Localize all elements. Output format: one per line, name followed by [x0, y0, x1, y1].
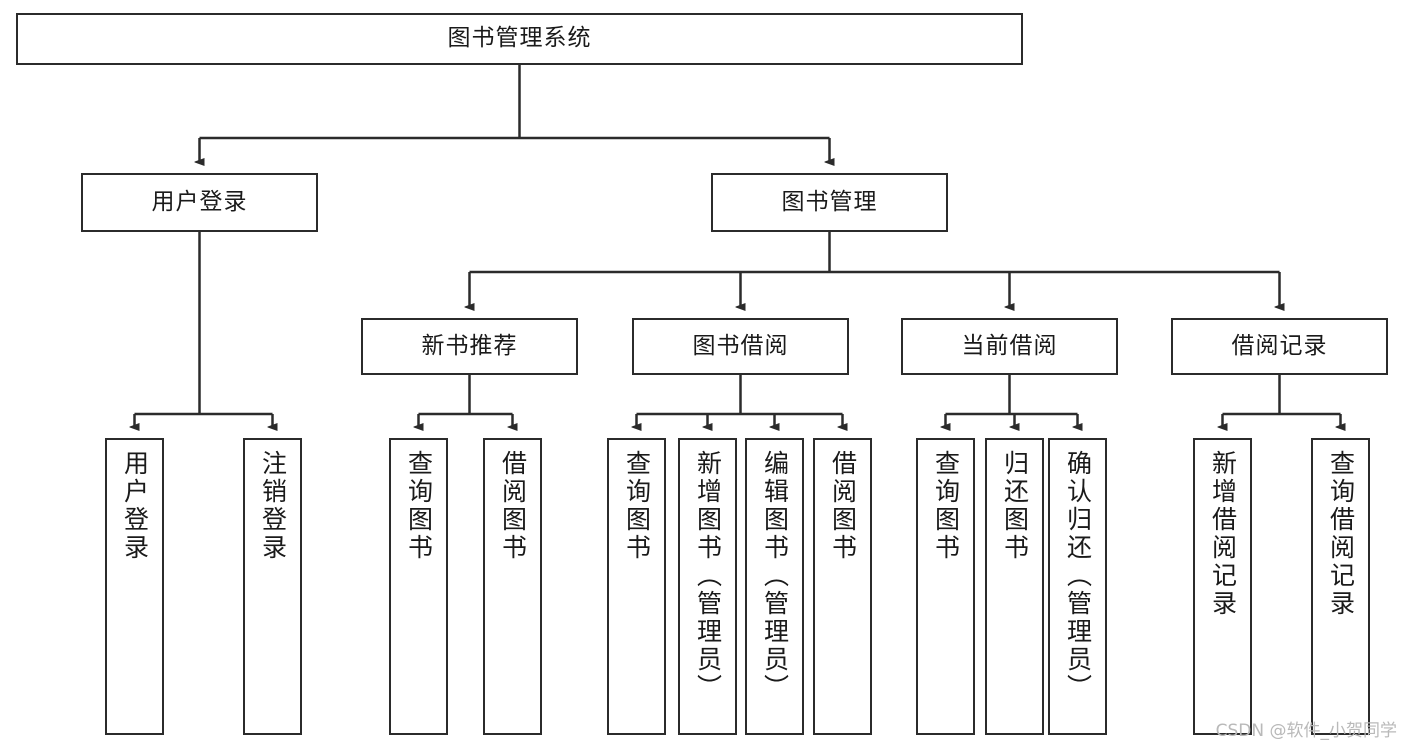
level2-node-4[interactable]: 借阅记录: [1171, 318, 1388, 375]
node-label: 编辑图书（管理员）: [760, 450, 790, 702]
node-label: 图书管理系统: [447, 25, 592, 52]
node-label: 注销登录: [258, 450, 288, 562]
node-label: 查询图书: [404, 450, 434, 562]
node-label: 借阅记录: [1231, 332, 1328, 359]
leaf-node-3[interactable]: 查询图书: [389, 438, 448, 735]
node-label: 用户登录: [151, 188, 248, 215]
node-label: 归还图书: [1000, 450, 1030, 562]
leaf-node-9[interactable]: 查询图书: [916, 438, 975, 735]
node-label: 查询图书: [622, 450, 652, 562]
node-label: 图书借阅: [692, 332, 789, 359]
root-node-book-management-system[interactable]: 图书管理系统: [16, 13, 1023, 65]
leaf-node-8[interactable]: 借阅图书: [813, 438, 872, 735]
leaf-node-11[interactable]: 确认归还（管理员）: [1048, 438, 1107, 735]
watermark: CSDN @软件_小贺同学: [1215, 721, 1397, 741]
leaf-node-1[interactable]: 用户登录: [105, 438, 164, 735]
node-label: 借阅图书: [498, 450, 528, 562]
leaf-node-6[interactable]: 新增图书（管理员）: [678, 438, 737, 735]
node-label: 新书推荐: [421, 332, 518, 359]
leaf-node-7[interactable]: 编辑图书（管理员）: [745, 438, 804, 735]
leaf-node-13[interactable]: 查询借阅记录: [1311, 438, 1370, 735]
leaf-node-4[interactable]: 借阅图书: [483, 438, 542, 735]
leaf-node-12[interactable]: 新增借阅记录: [1193, 438, 1252, 735]
node-label: 新增借阅记录: [1208, 450, 1238, 618]
level1-node-2[interactable]: 图书管理: [711, 173, 948, 232]
node-label: 用户登录: [120, 450, 150, 562]
level1-node-1[interactable]: 用户登录: [81, 173, 318, 232]
node-label: 确认归还（管理员）: [1063, 450, 1093, 702]
leaf-node-5[interactable]: 查询图书: [607, 438, 666, 735]
level2-node-1[interactable]: 新书推荐: [361, 318, 578, 375]
node-label: 新增图书（管理员）: [693, 450, 723, 702]
leaf-node-10[interactable]: 归还图书: [985, 438, 1044, 735]
level2-node-2[interactable]: 图书借阅: [632, 318, 849, 375]
node-label: 查询图书: [931, 450, 961, 562]
node-label: 图书管理: [781, 188, 878, 215]
level2-node-3[interactable]: 当前借阅: [901, 318, 1118, 375]
node-label: 当前借阅: [961, 332, 1058, 359]
leaf-node-2[interactable]: 注销登录: [243, 438, 302, 735]
node-label: 借阅图书: [828, 450, 858, 562]
node-label: 查询借阅记录: [1326, 450, 1356, 618]
